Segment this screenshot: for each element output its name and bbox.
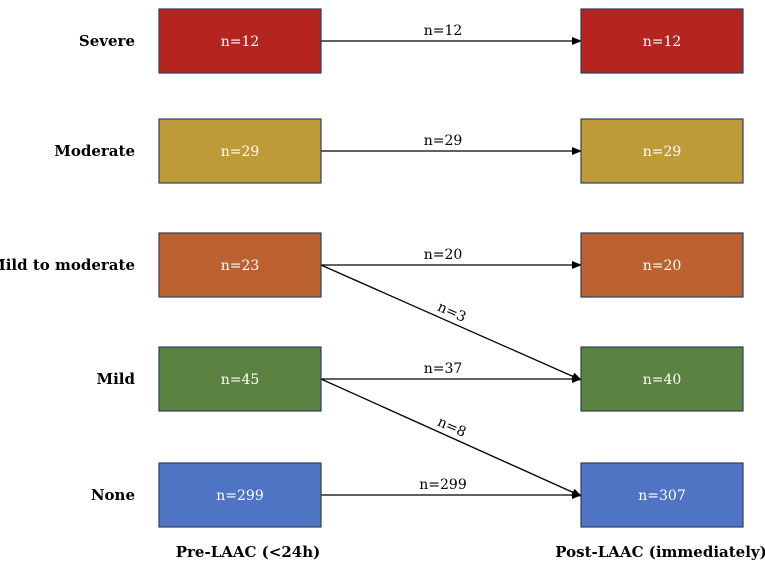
post-box-count: n=20 — [643, 258, 682, 274]
flow-label: n=8 — [435, 414, 469, 441]
row-label: Mild to moderate — [0, 256, 135, 274]
pre-box-count: n=45 — [221, 372, 260, 388]
pre-box-rect — [158, 232, 322, 298]
pre-box: n=299 — [158, 462, 322, 528]
post-box-rect — [580, 232, 744, 298]
post-box-count: n=12 — [643, 34, 682, 50]
post-box-count: n=307 — [638, 488, 685, 504]
pre-box: n=12 — [158, 8, 322, 74]
flow-arrow — [320, 378, 582, 497]
pre-box-count: n=23 — [221, 258, 260, 274]
flow-arrow — [320, 264, 582, 381]
pre-box-rect — [158, 8, 322, 74]
pre-laac-axis-label: Pre-LAAC (<24h) — [176, 543, 320, 561]
flow-label: n=37 — [424, 361, 463, 377]
pre-box-count: n=12 — [221, 34, 260, 50]
pre-box-rect — [158, 118, 322, 184]
post-box-count: n=29 — [643, 144, 682, 160]
post-box-rect — [580, 8, 744, 74]
flow-label: n=12 — [424, 23, 463, 39]
row-label: Mild — [97, 370, 136, 388]
row-label: None — [91, 486, 135, 504]
post-box: n=40 — [580, 346, 744, 412]
pre-box: n=23 — [158, 232, 322, 298]
row-label: Moderate — [54, 142, 135, 160]
pre-box-count: n=29 — [221, 144, 260, 160]
flow-label: n=29 — [424, 133, 463, 149]
post-box-rect — [580, 346, 744, 412]
flow-label: n=20 — [424, 247, 463, 263]
flow-label: n=3 — [435, 299, 469, 326]
post-box-count: n=40 — [643, 372, 682, 388]
flow-label: n=299 — [419, 477, 466, 493]
post-box: n=20 — [580, 232, 744, 298]
post-box: n=307 — [580, 462, 744, 528]
pre-box-count: n=299 — [216, 488, 263, 504]
pre-box: n=45 — [158, 346, 322, 412]
post-box: n=29 — [580, 118, 744, 184]
pre-box: n=29 — [158, 118, 322, 184]
post-box: n=12 — [580, 8, 744, 74]
post-box-rect — [580, 462, 744, 528]
post-laac-axis-label: Post-LAAC (immediately) — [555, 543, 765, 561]
pre-box-rect — [158, 346, 322, 412]
post-box-rect — [580, 118, 744, 184]
pre-box-rect — [158, 462, 322, 528]
row-label: Severe — [79, 32, 135, 50]
